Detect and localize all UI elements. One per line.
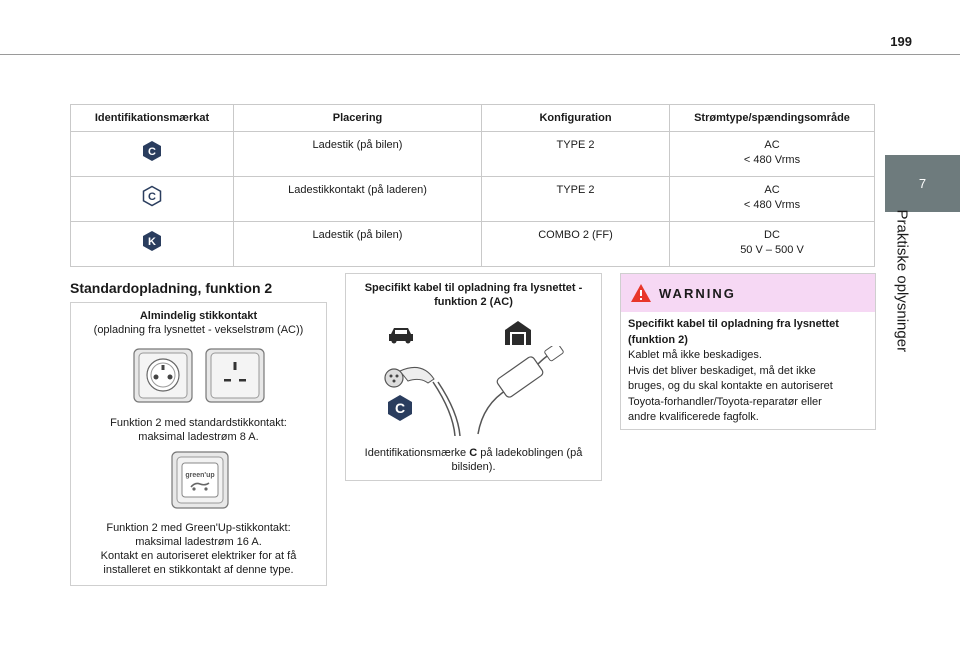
table-row: C Ladestikkontakt (på laderen) TYPE 2 AC… bbox=[70, 176, 875, 222]
caption-line: installeret en stikkontakt af denne type… bbox=[103, 564, 294, 576]
caption-text: på ladekoblingen (på bbox=[477, 447, 583, 459]
identification-table: Identifikationsmærkat Placering Konfigur… bbox=[70, 104, 875, 267]
badge-letter: C bbox=[395, 400, 405, 416]
section-title: Standardopladning, funktion 2 bbox=[70, 280, 273, 296]
connector-badge-c-icon: C bbox=[388, 395, 412, 421]
current-type: DC bbox=[764, 229, 780, 241]
chapter-tab[interactable]: 7 bbox=[885, 155, 960, 212]
current-type: AC bbox=[764, 184, 780, 196]
caption-line: bilsiden). bbox=[451, 461, 496, 473]
chapter-title-text: Praktiske oplysninger bbox=[893, 209, 911, 353]
warning-label: WARNING bbox=[659, 286, 736, 301]
badge-letter: C bbox=[148, 191, 156, 203]
box-heading: Almindelig stikkontakt bbox=[139, 310, 258, 322]
table-header: Konfiguration bbox=[481, 104, 670, 132]
config-cell: TYPE 2 bbox=[481, 176, 670, 222]
chapter-title: Praktiske oplysninger bbox=[880, 210, 920, 375]
header-rule bbox=[0, 54, 960, 55]
warning-text: Specifikt kabel til opladning fra lysnet… bbox=[628, 317, 868, 426]
current-type: AC bbox=[764, 139, 780, 151]
caption-line: Funktion 2 med Green'Up-stikkontakt: bbox=[106, 522, 291, 534]
table-header: Placering bbox=[233, 104, 482, 132]
warning-line: andre kvalificerede fagfolk. bbox=[628, 411, 759, 423]
placement-cell: Ladestik (på bilen) bbox=[233, 131, 482, 177]
french-socket-icon bbox=[133, 348, 193, 403]
badge-cell: K bbox=[70, 221, 234, 267]
uk-socket-icon bbox=[205, 348, 265, 403]
greenup-label: green'up bbox=[185, 472, 214, 479]
warning-line: bruges, og du skal kontakte en autoriser… bbox=[628, 380, 833, 392]
warning-box: WARNING Specifikt kabel til opladning fr… bbox=[620, 273, 876, 430]
greenup-socket-icon: green'up bbox=[171, 451, 229, 509]
config-cell: COMBO 2 (FF) bbox=[481, 221, 670, 267]
caption-line: maksimal ladestrøm 16 A. bbox=[135, 536, 262, 548]
box-heading: funktion 2 (AC) bbox=[434, 296, 513, 308]
car-icon bbox=[389, 328, 413, 344]
warning-line: (funktion 2) bbox=[628, 333, 688, 346]
connector-badge-c-outline-icon: C bbox=[142, 185, 162, 207]
table-row: K Ladestik (på bilen) COMBO 2 (FF) DC 50… bbox=[70, 221, 875, 267]
caption-line: maksimal ladestrøm 8 A. bbox=[138, 431, 259, 443]
current-cell: AC < 480 Vrms bbox=[669, 176, 875, 222]
connector-badge-k-icon: K bbox=[143, 231, 161, 251]
caption-text: Identifikationsmærke bbox=[364, 447, 470, 459]
house-icon bbox=[505, 321, 531, 345]
placement-cell: Ladestik (på bilen) bbox=[233, 221, 482, 267]
warning-header: WARNING bbox=[621, 274, 875, 312]
warning-line: Hvis det bliver beskadiget, må det ikke bbox=[628, 364, 816, 377]
box-subheading: (opladning fra lysnettet - vekselstrøm (… bbox=[93, 324, 304, 336]
config-cell: TYPE 2 bbox=[481, 131, 670, 177]
box-heading: Specifikt kabel til opladning fra lysnet… bbox=[364, 282, 583, 294]
caption-line: Kontakt en autoriseret elektriker for at… bbox=[100, 550, 297, 562]
specific-cable-box: Specifikt kabel til opladning fra lysnet… bbox=[345, 273, 602, 481]
badge-letter: C bbox=[148, 146, 156, 158]
charging-cable-icon bbox=[384, 346, 564, 436]
current-cell: AC < 480 Vrms bbox=[669, 131, 875, 177]
warning-line: Specifikt kabel til opladning fra lysnet… bbox=[628, 318, 839, 330]
connector-badge-c-filled-icon: C bbox=[143, 141, 161, 161]
table-header: Strømtype/spændingsområde bbox=[669, 104, 875, 132]
warning-line: Toyota-forhandler/Toyota-reparatør eller bbox=[628, 395, 822, 408]
caption-line: Identifikationsmærke C på ladekoblingen … bbox=[346, 446, 601, 460]
standard-outlet-box: Almindelig stikkontakt (opladning fra ly… bbox=[70, 302, 327, 586]
caption-line: Funktion 2 med standardstikkontakt: bbox=[110, 417, 287, 429]
table-row: C Ladestik (på bilen) TYPE 2 AC < 480 Vr… bbox=[70, 131, 875, 177]
page-number: 199 bbox=[890, 34, 912, 49]
placement-cell: Ladestikkontakt (på laderen) bbox=[233, 176, 482, 222]
badge-letter: K bbox=[148, 236, 156, 248]
table-header: Identifikationsmærkat bbox=[70, 104, 234, 132]
warning-line: Kablet må ikke beskadiges. bbox=[628, 349, 762, 361]
current-cell: DC 50 V – 500 V bbox=[669, 221, 875, 267]
badge-cell: C bbox=[70, 176, 234, 222]
voltage-range: < 480 Vrms bbox=[743, 199, 801, 211]
badge-cell: C bbox=[70, 131, 234, 177]
voltage-range: < 480 Vrms bbox=[743, 154, 801, 166]
warning-triangle-icon bbox=[631, 284, 651, 302]
voltage-range: 50 V – 500 V bbox=[740, 244, 804, 256]
table-header-row: Identifikationsmærkat Placering Konfigur… bbox=[70, 104, 875, 132]
caption-letter: C bbox=[469, 447, 478, 459]
